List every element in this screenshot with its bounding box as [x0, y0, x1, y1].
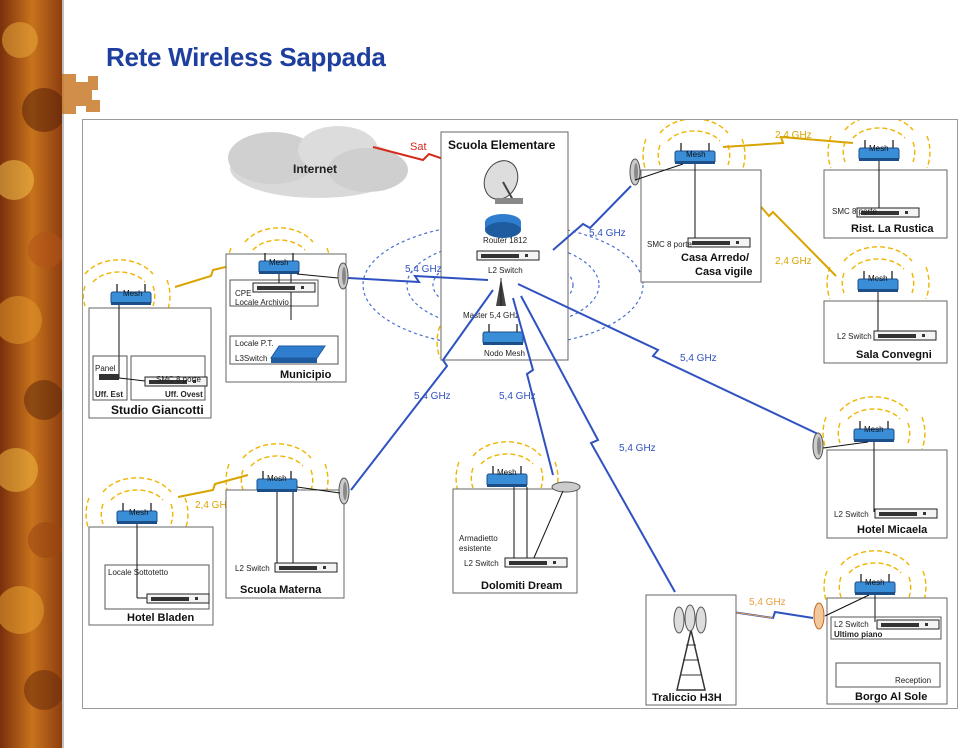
giancotti-est-label: Uff. Est: [95, 390, 123, 399]
link-label-borgo: 5,4 GHz: [749, 597, 786, 608]
giancotti-panel-label: Panel: [95, 364, 116, 373]
master-antenna-icon: [496, 278, 506, 306]
site-hotel-micaela: [826, 449, 948, 539]
slide-title: Rete Wireless Sappada: [106, 42, 386, 72]
satellite-dish-icon: [483, 160, 523, 204]
router-label: Router 1812: [483, 236, 528, 245]
site-name-hotel-bladen: Hotel Bladen: [127, 612, 195, 624]
mesh-label-micaela: Mesh: [864, 425, 884, 434]
internet-cloud-icon: [228, 126, 408, 198]
site-casa-arredo: [640, 169, 762, 283]
sat-link-label: Sat: [410, 141, 427, 153]
mesh-label-municipio: Mesh: [269, 258, 289, 267]
link-label-rustica: 2,4 GHz: [775, 130, 812, 141]
sala-l2-label: L2 Switch: [837, 332, 872, 341]
mesh-label-casa-arredo: Mesh: [686, 150, 706, 159]
bladen-sottotetto-label: Locale Sottotetto: [108, 568, 169, 577]
giancotti-smc-label: SMC 8 porte: [156, 375, 201, 384]
decorative-side-strip: [0, 0, 64, 748]
site-name-dolomiti-dream: Dolomiti Dream: [481, 580, 563, 592]
mesh-label-sala: Mesh: [868, 274, 888, 283]
dolomiti-esistente-label: esistente: [459, 544, 492, 553]
borgo-l2-label: L2 Switch: [834, 620, 869, 629]
link-label-micaela: 5,4 GHz: [680, 353, 717, 364]
l3-switch-icon: [270, 345, 326, 363]
site-name-casa-arredo: Casa Arredo/: [681, 252, 749, 264]
site-studio-giancotti: [88, 307, 212, 419]
borgo-reception-label: Reception: [895, 676, 931, 685]
mesh-label-materna: Mesh: [267, 474, 287, 483]
gear-decoration-icon: [62, 74, 100, 114]
site-name-sala-convegni: Sala Convegni: [856, 349, 932, 361]
mesh-label-rustica: Mesh: [869, 144, 889, 153]
mesh-label-dolomiti: Mesh: [497, 468, 517, 477]
tower-icon: [673, 604, 707, 691]
rustica-smc-label: SMC 8 porte: [832, 207, 877, 216]
dolomiti-arm-label: Armadietto: [459, 534, 498, 543]
municipio-l3-label: L3Switch: [235, 354, 267, 363]
mesh-label-borgo: Mesh: [865, 578, 885, 587]
link-label-materna: 5,4 GHz: [414, 391, 451, 402]
link-label-casa-arredo: 5,4 GHz: [589, 228, 626, 239]
municipio-cpe-label: CPE: [235, 289, 251, 298]
municipio-archivio-label: Locale Archivio: [235, 298, 289, 307]
scuola-l2-label: L2 Switch: [488, 266, 523, 275]
site-scuola-materna: [225, 489, 345, 599]
site-name-casa-arredo-2: Casa vigile: [695, 266, 752, 278]
site-name-municipio: Municipio: [280, 369, 332, 381]
site-name-borgo-al-sole: Borgo Al Sole: [855, 691, 927, 703]
link-label-bladen: 2,4 GHz: [195, 500, 232, 511]
link-label-dolomiti: 5,4 GHz: [499, 391, 536, 402]
link-label-traliccio: 5,4 GHz: [619, 443, 656, 454]
site-name-traliccio: Traliccio H3H: [652, 692, 722, 704]
site-rustica: [823, 169, 948, 239]
network-diagram: Internet Sat Scuola Elementare Router 18…: [82, 119, 958, 709]
mesh-label-giancotti: Mesh: [123, 289, 143, 298]
link-label-sala: 2,4 GHz: [775, 256, 812, 267]
internet-label: Internet: [293, 162, 337, 176]
site-name-scuola-materna: Scuola Materna: [240, 584, 322, 596]
router-icon: [485, 214, 521, 238]
site-name-scuola-elementare: Scuola Elementare: [448, 138, 556, 152]
site-name-studio-giancotti: Studio Giancotti: [111, 403, 204, 417]
micaela-l2-label: L2 Switch: [834, 510, 869, 519]
nodo-mesh-label: Nodo Mesh: [484, 349, 525, 358]
dolomiti-l2-label: L2 Switch: [464, 559, 499, 568]
casa-arredo-smc-label: SMC 8 porte: [647, 240, 692, 249]
master-label: Master 5,4 GHz: [463, 311, 519, 320]
link-label-municipio: 5,4 GHz: [405, 264, 442, 275]
mesh-label-bladen: Mesh: [129, 508, 149, 517]
orange-dish-icon: [813, 602, 825, 630]
materna-l2-label: L2 Switch: [235, 564, 270, 573]
borgo-piano-label: Ultimo piano: [834, 630, 883, 639]
giancotti-ovest-label: Uff. Ovest: [165, 390, 203, 399]
site-name-hotel-micaela: Hotel Micaela: [857, 524, 928, 536]
flat-antenna-icon: [551, 481, 581, 493]
site-borgo-al-sole: [826, 597, 948, 705]
municipio-lpt-label: Locale P.T.: [235, 339, 274, 348]
site-name-rustica: Rist. La Rustica: [851, 223, 934, 235]
